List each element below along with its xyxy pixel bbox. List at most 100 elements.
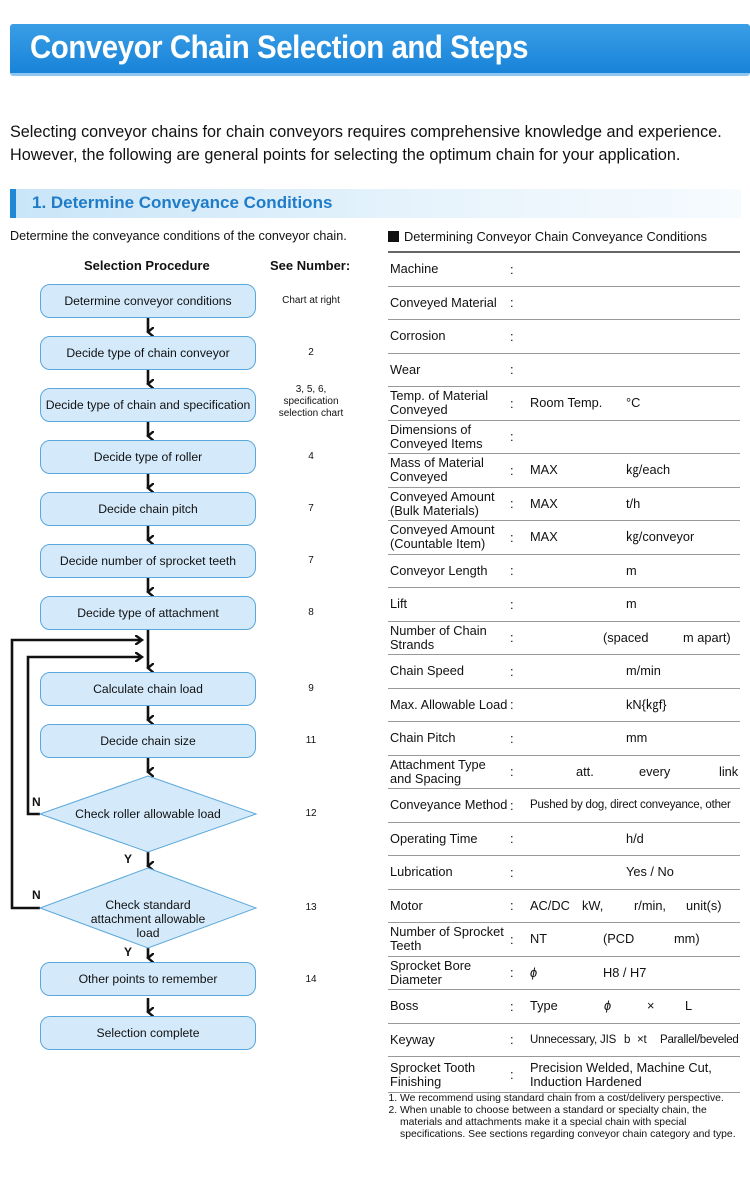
row-colon: : <box>510 295 514 311</box>
row-label: Boss <box>390 998 419 1014</box>
ref-step-10: 14 <box>305 974 317 985</box>
table-row-wear: Wear : <box>388 354 740 387</box>
footnote-2: When unable to choose between a standard… <box>400 1105 738 1141</box>
row-colon: : <box>510 898 514 914</box>
row-unit: unit(s) <box>686 897 722 913</box>
table-row-conveyance-method: Conveyance Method : Pushed by dog, direc… <box>388 789 740 823</box>
row-colon: : <box>510 596 514 612</box>
row-colon: : <box>510 362 514 378</box>
row-unit: kN{㎏f} <box>626 696 667 712</box>
flow-step-chain-type-spec: Decide type of chain and specification <box>40 388 256 422</box>
flow-step-chain-pitch: Decide chain pitch <box>40 492 256 526</box>
loop-arrow-attachment <box>10 640 142 910</box>
section-header: 1. Determine Conveyance Conditions <box>10 189 741 218</box>
table-row-dimensions: Dimensions of Conveyed Items : <box>388 421 740 454</box>
row-label: Sprocket Tooth Finishing <box>390 1059 476 1089</box>
row-value: Precision Welded, Machine Cut, Induction… <box>530 1059 712 1089</box>
row-colon: : <box>510 529 514 545</box>
footnote-1: We recommend using standard chain from a… <box>400 1093 738 1105</box>
conditions-table-title-text: Determining Conveyor Chain Conveyance Co… <box>404 229 708 244</box>
row-label: Sprocket Bore Diameter <box>390 957 472 987</box>
row-label: Temp. of Material Conveyed <box>390 388 489 418</box>
table-row-lift: Lift : m <box>388 588 740 622</box>
ref-step-6: 7 <box>308 555 314 566</box>
row-colon: : <box>510 496 514 512</box>
flow-step-attachment-type: Decide type of attachment <box>40 596 256 630</box>
row-unit: ㎏/conveyor <box>626 529 695 545</box>
yes-label-attachment: Y <box>124 945 133 959</box>
table-row-boss: Boss : Type ϕ × L <box>388 990 740 1024</box>
row-value: Parallel/beveled <box>660 1033 739 1046</box>
row-unit: mm <box>626 730 648 746</box>
ref-step-7: 8 <box>308 607 314 618</box>
ref-step-1: Chart at right <box>282 295 340 306</box>
row-unit: kW, <box>582 897 604 913</box>
row-unit: h/d <box>626 830 644 846</box>
flow-step-other-points: Other points to remember <box>40 962 256 996</box>
row-colon: : <box>510 663 514 679</box>
intro-line-1: Selecting conveyor chains for chain conv… <box>10 123 722 141</box>
row-value: MAX <box>530 529 558 545</box>
table-row-conveyor-length: Conveyor Length : m <box>388 555 740 588</box>
ref-step-4: 4 <box>308 451 314 462</box>
row-unit: link <box>719 763 739 779</box>
row-label: Attachment Type and Spacing <box>390 756 486 786</box>
row-value: b <box>624 1033 631 1046</box>
row-value: Pushed by dog, direct conveyance, other <box>530 799 731 812</box>
times-symbol: × <box>647 998 655 1014</box>
row-label: Conveyor Length <box>390 562 488 578</box>
flow-header-procedure: Selection Procedure <box>84 258 210 273</box>
no-label-roller: N <box>32 795 41 809</box>
flow-step-roller-type: Decide type of roller <box>40 440 256 474</box>
row-colon: : <box>510 462 514 478</box>
table-row-temperature: Temp. of Material Conveyed : Room Temp. … <box>388 387 740 421</box>
table-row-machine: Machine : <box>388 253 740 287</box>
table-row-keyway: Keyway : Unnecessary, JIS b ×t Parallel/… <box>388 1024 740 1057</box>
row-label: Dimensions of Conveyed Items <box>390 421 483 451</box>
row-colon: : <box>510 965 514 981</box>
row-label: Machine <box>390 261 439 277</box>
row-value: every <box>639 763 671 779</box>
table-row-bore-diameter: Sprocket Bore Diameter : ϕ H8 / H7 <box>388 957 740 990</box>
diameter-symbol: ϕ <box>530 964 538 980</box>
row-label: Corrosion <box>390 328 446 344</box>
decision-attachment-label: Check standard attachment allowable load <box>90 898 206 940</box>
flow-header-see-number: See Number: <box>270 258 351 273</box>
table-row-mass: Mass of Material Conveyed : MAX ㎏/each <box>388 454 740 488</box>
flow-step-sprocket-teeth: Decide number of sprocket teeth <box>40 544 256 578</box>
row-label: Conveyance Method <box>390 797 508 813</box>
section-title: 1. Determine Conveyance Conditions <box>32 193 333 212</box>
row-unit: °C <box>626 395 641 411</box>
row-colon: : <box>510 764 514 780</box>
table-row-sprocket-teeth: Number of Sprocket Teeth : NT (PCD mm) <box>388 923 740 957</box>
row-value: MAX <box>530 462 558 478</box>
row-label: Max. Allowable Load <box>390 696 508 712</box>
row-label: Keyway <box>390 1031 435 1047</box>
table-row-tooth-finishing: Sprocket Tooth Finishing : Precision Wel… <box>388 1057 740 1093</box>
row-label: Number of Chain Strands <box>390 622 487 652</box>
table-row-max-load: Max. Allowable Load : kN{㎏f} <box>388 689 740 722</box>
row-colon: : <box>510 931 514 947</box>
ref-step-3: 3, 5, 6, specification selection chart <box>278 384 344 419</box>
row-value: (spaced <box>603 629 649 645</box>
ref-step-9: 11 <box>305 735 317 746</box>
flow-step-chain-size: Decide chain size <box>40 724 256 758</box>
conditions-table: Machine : Conveyed Material : Corrosion … <box>388 253 740 1093</box>
title-bar: Conveyor Chain Selection and Steps <box>10 24 750 76</box>
row-value: H8 / H7 <box>603 964 647 980</box>
row-colon: : <box>510 998 514 1014</box>
row-colon: : <box>510 429 514 445</box>
row-colon: : <box>510 630 514 646</box>
row-unit: mm) <box>674 931 700 947</box>
row-value: (PCD <box>603 931 635 947</box>
intro-line-2: However, the following are general point… <box>10 146 681 164</box>
footnotes: We recommend using standard chain from a… <box>388 1093 738 1141</box>
table-row-operating-time: Operating Time : h/d <box>388 823 740 856</box>
flowchart-connectors <box>10 318 258 1080</box>
row-label: Chain Speed <box>390 663 464 679</box>
ref-decision-attachment: 13 <box>305 902 317 913</box>
table-top-rule <box>388 251 740 253</box>
flow-step-chain-conveyor-type: Decide type of chain conveyor <box>40 336 256 370</box>
decision-roller-label: Check roller allowable load <box>75 807 221 821</box>
row-colon: : <box>510 831 514 847</box>
